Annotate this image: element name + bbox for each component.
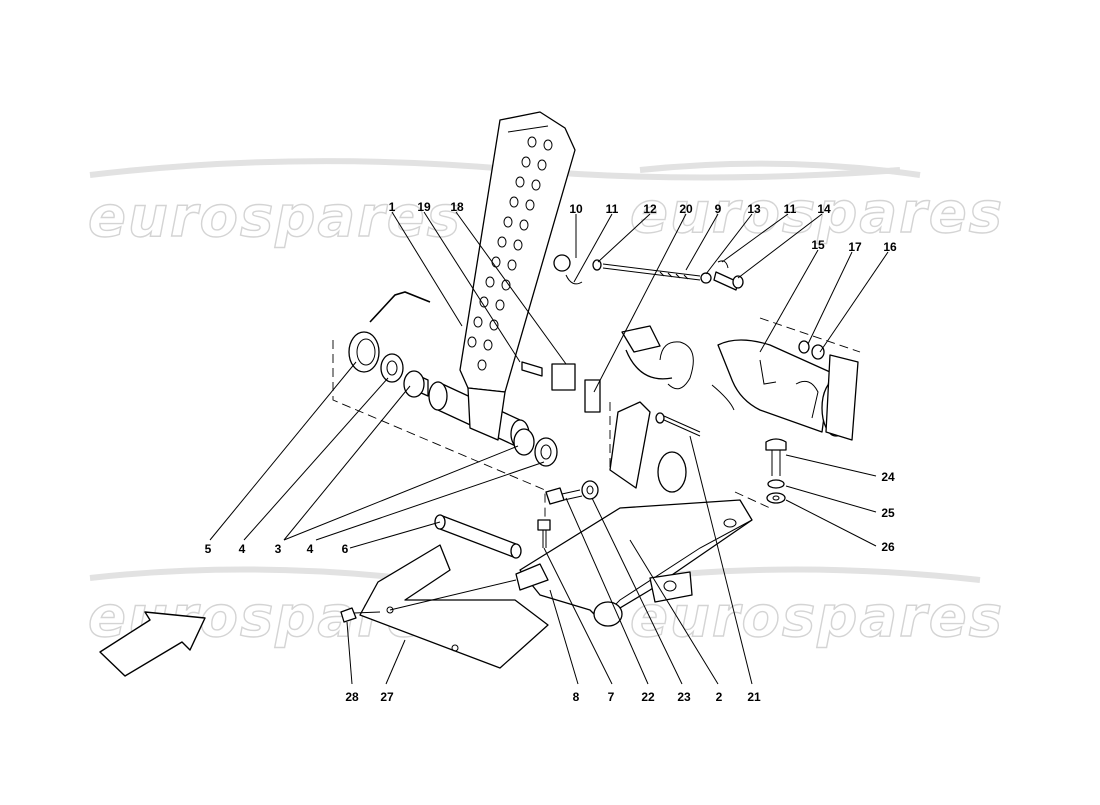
callout-9: 9 xyxy=(715,202,722,216)
bushings xyxy=(380,353,558,467)
callout-6: 6 xyxy=(342,542,349,556)
callout-22: 22 xyxy=(641,690,655,704)
callout-7: 7 xyxy=(608,690,615,704)
callout-4b: 4 xyxy=(307,542,314,556)
callout-5: 5 xyxy=(205,542,212,556)
callout-25: 25 xyxy=(881,506,895,520)
direction-arrow-icon xyxy=(99,611,206,677)
callout-19: 19 xyxy=(417,200,431,214)
watermark-bottom-right: eurospares xyxy=(630,585,1004,650)
pivot-shaft xyxy=(434,514,522,559)
pedal-position-sensor xyxy=(621,325,859,441)
callout-26: 26 xyxy=(881,540,895,554)
callout-24: 24 xyxy=(881,470,895,484)
callout-4: 4 xyxy=(239,542,246,556)
callout-13: 13 xyxy=(747,202,761,216)
callout-labels: 1 19 18 10 11 12 20 9 13 11 14 15 17 16 … xyxy=(205,200,897,704)
watermark-top-left: eurospares xyxy=(88,185,462,250)
callout-18: 18 xyxy=(450,200,464,214)
pedal-support-bracket xyxy=(515,401,753,627)
callout-14: 14 xyxy=(817,202,831,216)
callout-1: 1 xyxy=(389,200,396,214)
callout-27: 27 xyxy=(380,690,394,704)
callout-17: 17 xyxy=(848,240,862,254)
callout-11b: 11 xyxy=(784,202,797,216)
callout-11: 11 xyxy=(606,202,619,216)
callout-3: 3 xyxy=(275,542,282,556)
fasteners xyxy=(537,438,787,548)
callout-16: 16 xyxy=(883,240,897,254)
callout-23: 23 xyxy=(677,690,691,704)
cover-plate xyxy=(340,544,549,669)
callout-21: 21 xyxy=(747,690,761,704)
return-spring xyxy=(348,291,431,373)
callout-8: 8 xyxy=(573,690,580,704)
cable-rod xyxy=(553,254,744,291)
callout-10: 10 xyxy=(569,202,583,216)
switch-bracket xyxy=(521,361,601,413)
callout-20: 20 xyxy=(679,202,693,216)
stud-bolt xyxy=(655,412,701,437)
watermark-top-right: eurospares xyxy=(630,181,1004,246)
callout-15: 15 xyxy=(811,238,825,252)
leader-lines xyxy=(209,211,889,685)
callout-2: 2 xyxy=(716,690,723,704)
callout-12: 12 xyxy=(643,202,657,216)
callout-28: 28 xyxy=(345,690,359,704)
